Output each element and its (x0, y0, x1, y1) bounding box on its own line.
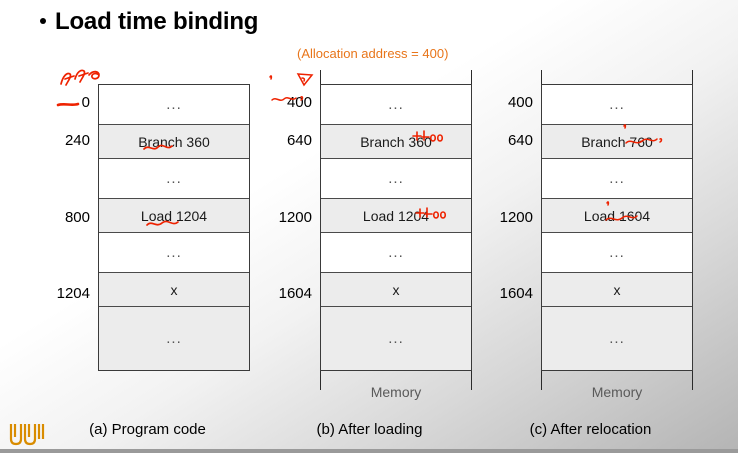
address-label: 1604 (499, 285, 533, 302)
title-text: Load time binding (55, 8, 259, 35)
memory-cell: Load 1604 (542, 199, 692, 233)
memory-cell: ... (99, 159, 249, 199)
diagram-column-a: 0 240 800 1204... Branch 360... Load 1204... x… (30, 84, 265, 379)
address-label: 640 (507, 132, 533, 150)
bullet-icon (40, 18, 46, 24)
address-gutter: 0 240 800 1204 (30, 84, 96, 379)
memory-cell: ... (99, 307, 249, 370)
ellipsis-text: ... (609, 330, 625, 347)
instruction-text: Branch 360 (138, 133, 210, 150)
memory-cell: Load 1204 (321, 199, 471, 233)
address-label: 400 (507, 94, 533, 111)
ellipsis-text: ... (388, 96, 404, 113)
memory-cell: Branch 360 (99, 125, 249, 159)
address-label: 0 (81, 94, 90, 111)
memory-table: ... Branch 360... Load 1204... x... (320, 84, 472, 371)
memory-cell: Branch 760 (542, 125, 692, 159)
ellipsis-text: ... (388, 170, 404, 187)
instruction-text: Branch 760 (581, 133, 653, 150)
caption-after-relocation: (c) After relocation (529, 421, 652, 438)
memory-label: Memory (370, 384, 422, 400)
ellipsis-text: ... (166, 170, 182, 187)
instruction-text: x (170, 281, 178, 298)
memory-cell: ... (542, 233, 692, 273)
memory-cell: ... (542, 159, 692, 199)
diagram-column-c: 400 640 1200 1604... Branch 760... Load 1604.… (473, 70, 708, 400)
ellipsis-text: ... (166, 244, 182, 261)
caption-program-code: (a) Program code (89, 421, 206, 438)
ellipsis-text: ... (609, 244, 625, 261)
ellipsis-text: ... (388, 330, 404, 347)
instruction-text: x (613, 281, 621, 298)
memory-column-body: 400 640 1200 1604... Branch 360... Load 1204.… (252, 70, 487, 400)
memory-cell: x (542, 273, 692, 307)
instruction-text: Load 1204 (140, 207, 208, 224)
page-title: Load time binding (40, 8, 258, 36)
memory-cell: ... (99, 233, 249, 273)
instruction-text: Load 1604 (583, 207, 651, 224)
address-gutter: 400 640 1200 1604 (473, 84, 539, 379)
address-label: 640 (286, 132, 312, 150)
diagram-column-b: 400 640 1200 1604... Branch 360... Load 1204.… (252, 70, 487, 400)
memory-cell: ... (542, 85, 692, 125)
address-gutter: 400 640 1200 1604 (252, 84, 318, 379)
instruction-text: Load 1204 (362, 207, 430, 224)
memory-cell: ... (321, 307, 471, 370)
memory-column-body: 0 240 800 1204... Branch 360... Load 1204... x… (30, 84, 265, 379)
address-label: 1604 (278, 285, 312, 302)
instruction-text: Branch 360 (360, 133, 432, 150)
memory-cell: x (321, 273, 471, 307)
ellipsis-text: ... (609, 96, 625, 113)
address-label: 240 (64, 132, 90, 150)
memory-cell: Load 1204 (99, 199, 249, 233)
caption-after-loading: (b) After loading (316, 421, 423, 438)
memory-table: ... Branch 360... Load 1204... x... (98, 84, 250, 371)
address-label: 1200 (278, 208, 312, 226)
memory-cell: ... (542, 307, 692, 370)
ellipsis-text: ... (609, 170, 625, 187)
allocation-address-note: (Allocation address = 400) (297, 46, 449, 61)
address-label: 400 (286, 94, 312, 111)
memory-cell: ... (321, 85, 471, 125)
memory-label: Memory (591, 384, 643, 400)
address-label: 800 (64, 208, 90, 226)
memory-cell: ... (99, 85, 249, 125)
memory-cell: x (99, 273, 249, 307)
memory-cell: ... (321, 159, 471, 199)
address-label: 1204 (56, 285, 90, 302)
memory-cell: Branch 360 (321, 125, 471, 159)
memory-column-body: 400 640 1200 1604... Branch 760... Load 1604.… (473, 70, 708, 400)
ellipsis-text: ... (166, 330, 182, 347)
address-label: 1200 (499, 208, 533, 226)
ellipsis-text: ... (388, 244, 404, 261)
bottom-edge-strip (0, 449, 738, 453)
instruction-text: x (392, 281, 400, 298)
memory-table: ... Branch 760... Load 1604... x... (541, 84, 693, 371)
ellipsis-text: ... (166, 96, 182, 113)
memory-cell: ... (321, 233, 471, 273)
university-logo-icon (8, 421, 48, 447)
